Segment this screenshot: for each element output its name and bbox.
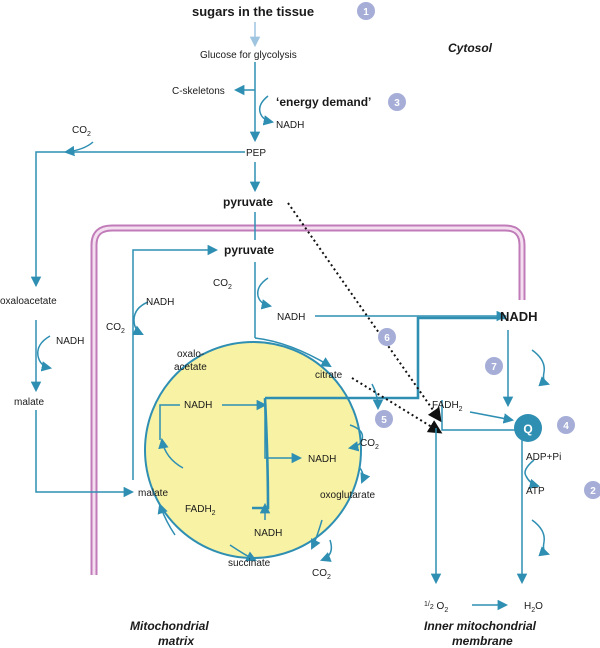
matrix-region-label-2: matrix — [158, 634, 195, 648]
energy-demand-label: ‘energy demand’ — [276, 95, 371, 109]
atp-label: ATP — [526, 486, 545, 497]
q-label: Q — [523, 422, 532, 436]
step-marker-3: 3 — [394, 98, 400, 109]
c-skeletons-label: C-skeletons — [172, 86, 225, 97]
co2-label-pep: CO2 — [72, 125, 91, 138]
succinate-label: succinate — [228, 558, 271, 569]
membrane-region-label-1: Inner mitochondrial — [424, 619, 537, 633]
nadh-label-cycle-3: NADH — [254, 528, 282, 539]
adp-pi-label: ADP+Pi — [526, 452, 561, 463]
step-marker-5: 5 — [381, 415, 387, 426]
nadh-label-mdh: NADH — [56, 336, 84, 347]
glucose-label: Glucose for glycolysis — [200, 50, 297, 61]
co2-label-cycle-1: CO2 — [360, 438, 379, 451]
step-marker-1: 1 — [363, 7, 369, 18]
step-marker-2: 2 — [590, 486, 596, 497]
cytosol-label: Cytosol — [448, 41, 493, 55]
nadh-label-top: NADH — [276, 120, 304, 131]
oxaloacetate-label-cytosol: oxaloacetate — [0, 296, 57, 307]
step-marker-7: 7 — [491, 362, 497, 373]
nadh-label-cycle-2: NADH — [308, 454, 336, 465]
pyruvate-label-matrix: pyruvate — [224, 243, 274, 257]
nadh-label-malic: NADH — [146, 297, 174, 308]
malate-label-cytosol: malate — [14, 397, 44, 408]
matrix-region-label-1: Mitochondrial — [130, 619, 209, 633]
nadh-label-cycle-1: NADH — [184, 400, 212, 411]
nadh-label-etc: NADH — [500, 309, 538, 324]
step-marker-6: 6 — [384, 333, 390, 344]
oxaloacetate-label-matrix-1: oxalo- — [177, 349, 204, 360]
malate-label-matrix: malate — [138, 488, 168, 499]
citrate-label: citrate — [315, 370, 343, 381]
pyruvate-label-cytosol: pyruvate — [223, 195, 273, 209]
fadh2-label-matrix: FADH2 — [185, 504, 216, 517]
membrane-region-label-2: membrane — [452, 634, 513, 648]
oxoglutarate-label: oxoglutarate — [320, 490, 375, 501]
h2o-label: H2O — [524, 601, 543, 614]
sugars-label: sugars in the tissue — [192, 4, 314, 19]
half-o2-label: 1/2 O2 — [424, 601, 448, 614]
ubiquinone-q-circle — [514, 414, 542, 442]
co2-label-cycle-2: CO2 — [312, 568, 331, 581]
step-marker-4: 4 — [563, 421, 569, 432]
co2-label-malic: CO2 — [106, 322, 125, 335]
nadh-label-pdh: NADH — [277, 312, 305, 323]
co2-label-pyruvate: CO2 — [213, 278, 232, 291]
pep-label: PEP — [246, 148, 266, 159]
oxaloacetate-label-matrix-2: acetate — [174, 362, 207, 373]
fadh2-label-etc: FADH2 — [432, 400, 463, 413]
step-markers: 1 2 3 4 5 6 7 — [357, 2, 600, 499]
